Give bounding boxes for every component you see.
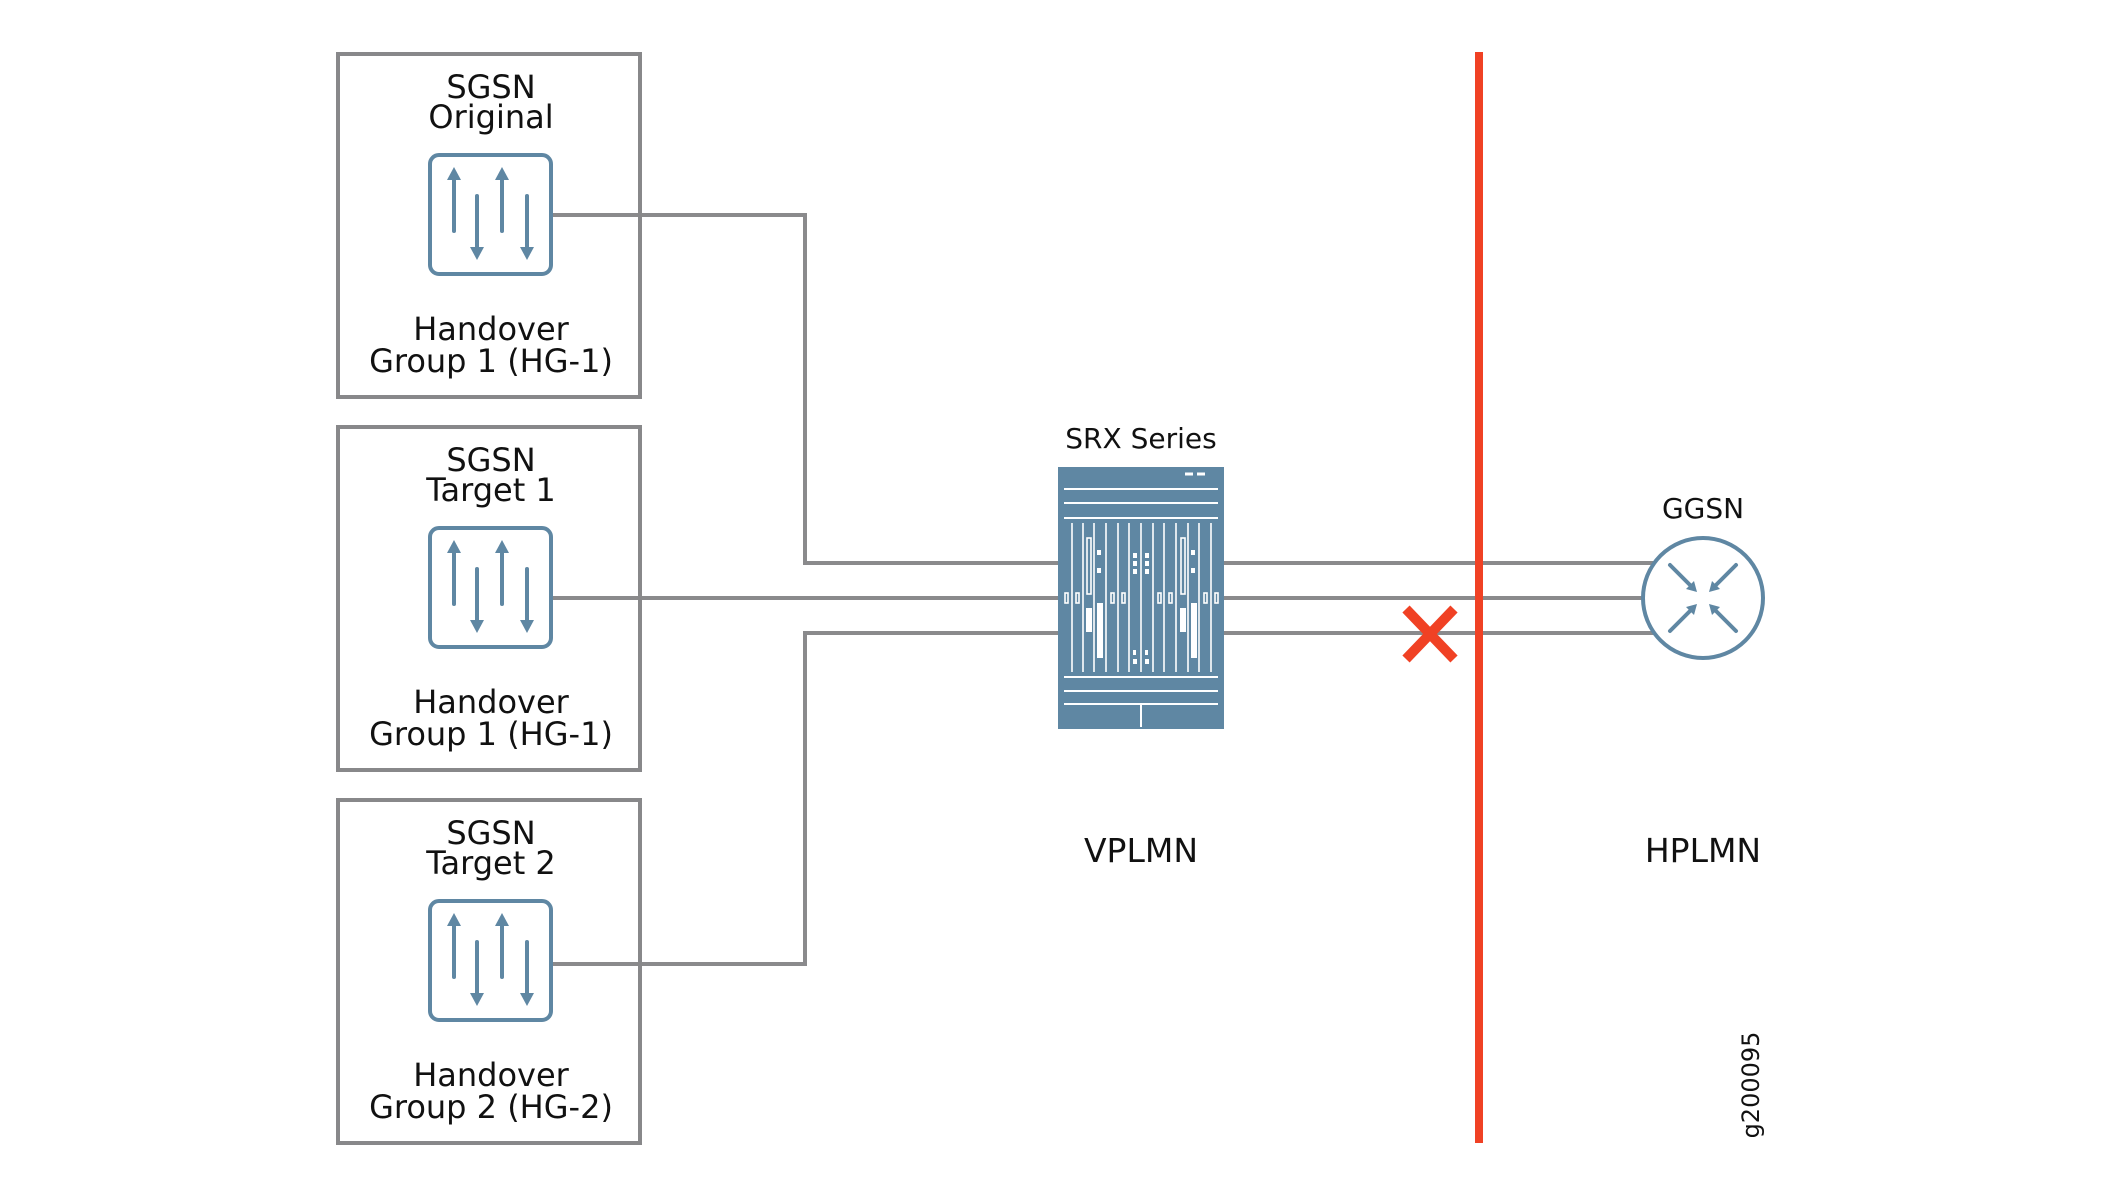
- srx-series-label: SRX Series: [1065, 422, 1216, 455]
- sgsn-node-target-1[interactable]: SGSN Target 1 Handover Group 1 (HG-1): [336, 425, 642, 772]
- handover-group-line-1: Handover: [413, 683, 569, 721]
- handover-group-line-2: Group 2 (HG-2): [369, 1088, 613, 1126]
- x-icon: [1402, 605, 1458, 663]
- sgsn-title-line-2: Original: [428, 98, 553, 136]
- sgsn-node-target-2[interactable]: SGSN Target 2 Handover Group 2 (HG-2): [336, 798, 642, 1145]
- sgsn-node-original[interactable]: SGSN Original Handover Group 1 (HG-1): [336, 52, 642, 399]
- router-icon: [1641, 536, 1765, 660]
- handover-group-box: [336, 52, 642, 399]
- link-sgsn-original-to-srx: [553, 213, 1058, 565]
- handover-group-line-2: Group 1 (HG-1): [369, 342, 613, 380]
- handover-group-box: [336, 425, 642, 772]
- ggsn-label: GGSN: [1662, 492, 1744, 525]
- handover-group-line-2: Group 1 (HG-1): [369, 715, 613, 753]
- handover-group-line-1: Handover: [413, 310, 569, 348]
- sgsn-title-line-1: SGSN: [446, 814, 535, 852]
- sgsn-title-line-1: SGSN: [446, 68, 535, 106]
- zone-label-vplmn: VPLMN: [1084, 831, 1198, 870]
- sgsn-title-line-2: Target 2: [425, 844, 556, 882]
- sgsn-icon: [428, 899, 553, 1022]
- sgsn-title-line-1: SGSN: [446, 441, 535, 479]
- sgsn-title-line-2: Target 1: [425, 471, 556, 509]
- srx-series-node[interactable]: SRX Series: [1058, 422, 1224, 729]
- handover-group-line-1: Handover: [413, 1056, 569, 1094]
- zone-label-hplmn: HPLMN: [1645, 831, 1761, 870]
- figure-id: g200095: [1737, 1032, 1765, 1139]
- srx-chassis-icon: [1058, 467, 1224, 729]
- handover-group-box: [336, 798, 642, 1145]
- sgsn-icon: [428, 526, 553, 649]
- links: [553, 213, 1655, 966]
- link-sgsn-target-2-to-srx: [553, 631, 1058, 966]
- sgsn-icon: [428, 153, 553, 276]
- ggsn-node[interactable]: GGSN: [1641, 492, 1765, 660]
